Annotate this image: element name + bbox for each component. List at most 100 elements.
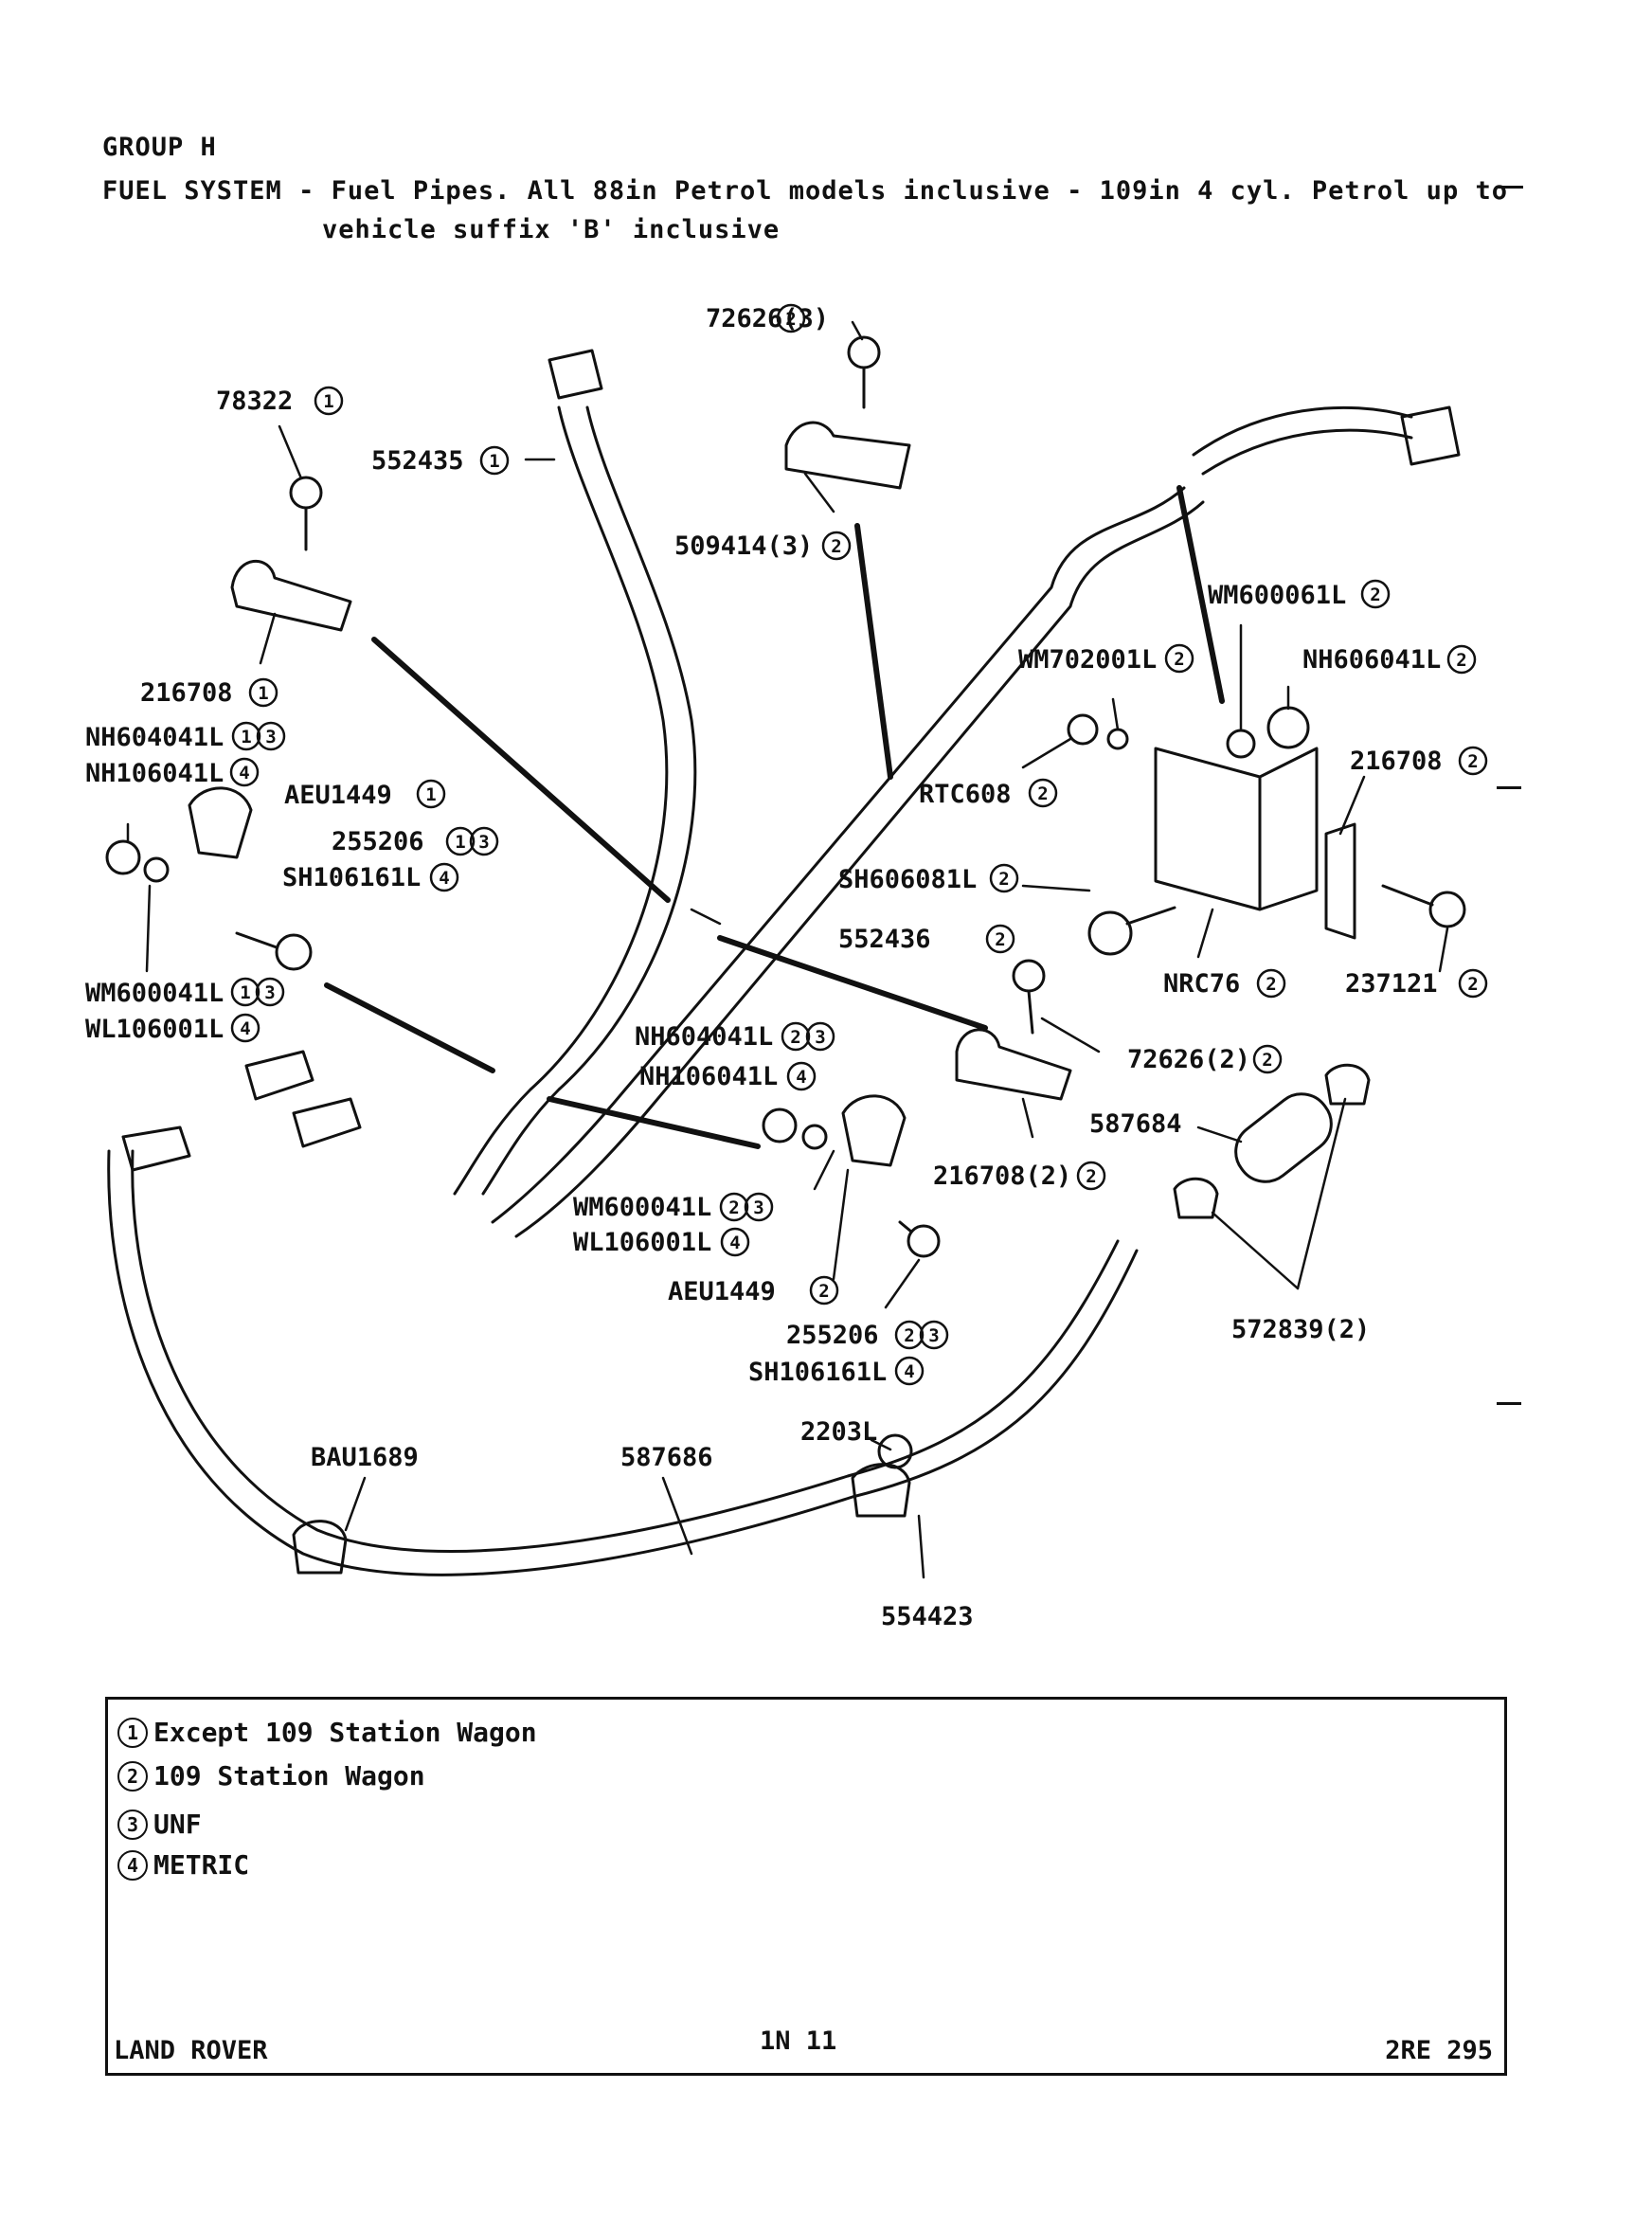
circled-number-mark — [230, 1013, 260, 1043]
circled-number-text: 2 — [1456, 650, 1466, 671]
callout-nh106041l-a: NH106041L — [85, 759, 224, 788]
circled-number-text: 4 — [729, 1233, 740, 1253]
circled-number-mark — [744, 1192, 774, 1222]
clip-216708-top — [230, 560, 352, 632]
legend-text: UNF — [153, 1809, 202, 1840]
callout-572839: 572839(2) — [1231, 1315, 1370, 1344]
circled-number-text: 4 — [904, 1361, 914, 1382]
callout-255206-b: 255206 — [786, 1321, 879, 1350]
callout-2203l: 2203L — [800, 1417, 877, 1447]
circled-number-mark — [255, 977, 285, 1007]
circled-number-mark — [229, 757, 260, 787]
circled-number-mark — [248, 677, 278, 708]
legend-number: 3 — [117, 1809, 148, 1840]
legend-text: 109 Station Wagon — [153, 1760, 425, 1792]
callout-sh106161l-b: SH106161L — [748, 1358, 887, 1387]
circled-number-mark — [1446, 644, 1477, 675]
circled-number-mark — [776, 303, 806, 333]
circled-number-text: 2 — [998, 869, 1009, 890]
callout-216708-b: 216708 — [1350, 747, 1443, 776]
page-title-line2: vehicle suffix 'B' inclusive — [322, 215, 781, 244]
circled-number-mark — [314, 386, 344, 416]
circled-number-text: 2 — [831, 536, 841, 557]
legend-item: 4 METRIC — [117, 1849, 249, 1881]
circled-number-text: 1 — [258, 683, 268, 704]
circled-number-text: 3 — [753, 1198, 763, 1218]
legend-text: Except 109 Station Wagon — [153, 1717, 537, 1748]
clip-509414 — [784, 421, 911, 490]
circled-number-text: 3 — [265, 727, 276, 747]
circled-number-mark — [809, 1275, 839, 1306]
bracket-nrc76 — [1154, 747, 1319, 911]
footer-right: 2RE 295 — [1385, 2036, 1493, 2065]
circled-number-mark — [719, 1192, 749, 1222]
callout-nh606041l: NH606041L — [1302, 645, 1441, 675]
circled-number-mark — [989, 863, 1019, 893]
circled-number-text: 2 — [1467, 751, 1478, 772]
callout-587684: 587684 — [1089, 1109, 1182, 1139]
circled-number-mark — [786, 1061, 817, 1091]
circled-number-mark — [805, 1021, 835, 1052]
callout-554423: 554423 — [881, 1602, 974, 1631]
circled-number-mark — [1028, 778, 1058, 808]
circled-number-text: 3 — [815, 1027, 825, 1048]
circled-number-mark — [230, 977, 260, 1007]
circled-number-mark — [429, 862, 459, 892]
callout-587686: 587686 — [620, 1443, 713, 1472]
circled-number-text: 2 — [790, 1027, 800, 1048]
circled-number-mark — [445, 826, 476, 856]
legend-number: 4 — [117, 1849, 148, 1881]
edge-mark — [1497, 1402, 1521, 1405]
callout-wm702001l: WM702001L — [1018, 645, 1157, 675]
callout-sh606081l: SH606081L — [838, 865, 977, 894]
callout-wl106001l-a: WL106001L — [85, 1015, 224, 1044]
circled-number-text: 1 — [455, 832, 465, 853]
circled-number-mark — [1458, 746, 1488, 776]
circled-number-text: 4 — [439, 868, 449, 889]
callout-aeu1449-b: AEU1449 — [668, 1277, 776, 1306]
leader-lines-bold — [324, 485, 1225, 1149]
circled-number-text: 2 — [1174, 649, 1184, 670]
circled-number-mark — [894, 1356, 925, 1386]
legend-number: 1 — [117, 1717, 148, 1748]
legend-number: 2 — [117, 1760, 148, 1792]
callout-255206-a: 255206 — [332, 827, 424, 856]
clip-216708-side — [1324, 822, 1356, 940]
legend-text: METRIC — [153, 1849, 250, 1881]
page-title-line1: FUEL SYSTEM - Fuel Pipes. All 88in Petro… — [102, 176, 1508, 206]
circled-number-mark — [894, 1320, 925, 1350]
callout-sh106161l-a: SH106161L — [282, 863, 421, 892]
circled-number-text: 1 — [489, 451, 499, 472]
footer-left: LAND ROVER — [114, 2036, 268, 2065]
callout-509414-3: 509414(3) — [674, 531, 813, 561]
circled-number-text: 2 — [728, 1198, 739, 1218]
circled-number-text: 1 — [323, 391, 333, 412]
circled-number-text: 2 — [1262, 1050, 1272, 1071]
circled-number-mark — [1252, 1044, 1283, 1074]
callout-72626-3: 72626(3) — [706, 304, 829, 333]
callout-wm600041l-a: WM600041L — [85, 979, 224, 1008]
circled-number-text: 3 — [264, 982, 275, 1003]
callout-rtc608: RTC608 — [919, 780, 1012, 809]
circled-number-mark — [1164, 643, 1194, 674]
callout-72626-2: 72626(2) — [1127, 1045, 1250, 1074]
circled-number-text: 2 — [1086, 1166, 1096, 1187]
callout-aeu1449-a: AEU1449 — [284, 781, 392, 810]
circled-number-mark — [1360, 579, 1391, 609]
callout-nh604041l-a: NH604041L — [85, 723, 224, 752]
screws — [235, 335, 1466, 1258]
circled-number-mark — [1256, 968, 1286, 999]
circled-number-text: 2 — [995, 929, 1005, 950]
circled-number-text: 2 — [1370, 585, 1380, 605]
circled-number-text: 1 — [425, 784, 436, 805]
callout-552436: 552436 — [838, 925, 931, 954]
circled-number-mark — [985, 924, 1015, 954]
legend-item: 1 Except 109 Station Wagon — [117, 1717, 537, 1748]
pipe-clamps — [292, 1063, 1371, 1575]
callout-wm600061l: WM600061L — [1208, 581, 1346, 610]
group-heading: GROUP H — [102, 133, 217, 162]
circled-number-mark — [469, 826, 499, 856]
circled-number-mark — [231, 721, 261, 751]
unions — [121, 349, 1461, 1172]
